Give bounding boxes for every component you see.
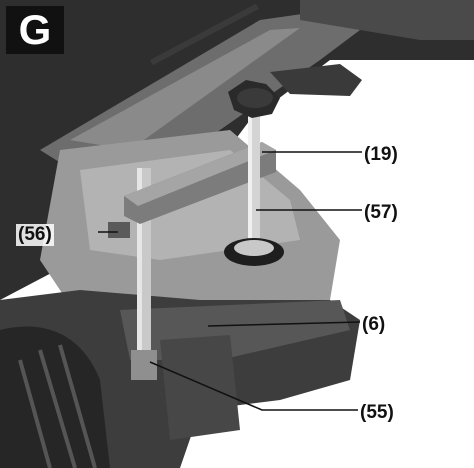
- callout-57: (57): [362, 202, 400, 224]
- figure-letter-badge: G: [6, 6, 64, 54]
- callout-19: (19): [362, 144, 400, 166]
- callout-55: (55): [358, 402, 396, 424]
- callout-56: (56): [16, 224, 54, 246]
- callout-6: (6): [360, 314, 388, 336]
